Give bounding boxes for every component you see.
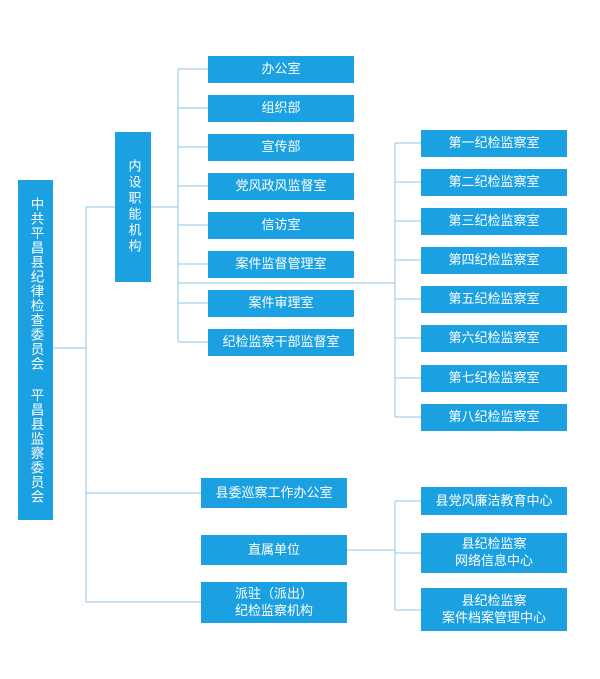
root-node: 中共平昌县纪律检查委员会 平昌县监察委员会 [18,180,53,520]
node-network-info-center: 县纪检监察 网络信息中心 [421,533,567,573]
node-conduct-supervision: 党风政风监督室 [208,173,354,200]
node-education-center: 县党风廉洁教育中心 [421,487,567,515]
node-inspection-office: 县委巡察工作办公室 [201,478,347,508]
node-stationed-agencies: 派驻（派出） 纪检监察机构 [201,582,347,623]
node-inspection-room-2: 第二纪检监察室 [421,169,567,196]
node-inspection-room-8: 第八纪检监察室 [421,404,567,431]
node-affiliated-units: 直属单位 [201,535,347,565]
node-inspection-room-7: 第七纪检监察室 [421,365,567,392]
node-publicity-dept: 宣传部 [208,134,354,161]
node-inspection-room-3: 第三纪检监察室 [421,208,567,235]
node-inspection-room-6: 第六纪检监察室 [421,325,567,352]
node-inspection-room-1: 第一纪检监察室 [421,130,567,157]
node-inspection-room-4: 第四纪检监察室 [421,247,567,274]
node-inspection-room-5: 第五纪检监察室 [421,286,567,313]
node-petition-office: 信访室 [208,212,354,239]
node-case-review: 案件审理室 [208,290,354,317]
node-organization-dept: 组织部 [208,95,354,122]
node-cadre-supervision: 纪检监察干部监督室 [208,329,354,356]
node-archive-center: 县纪检监察 案件档案管理中心 [421,588,567,631]
node-office: 办公室 [208,56,354,83]
node-case-supervision: 案件监督管理室 [208,251,354,278]
node-internal-departments: 内设职能机构 [115,132,151,282]
